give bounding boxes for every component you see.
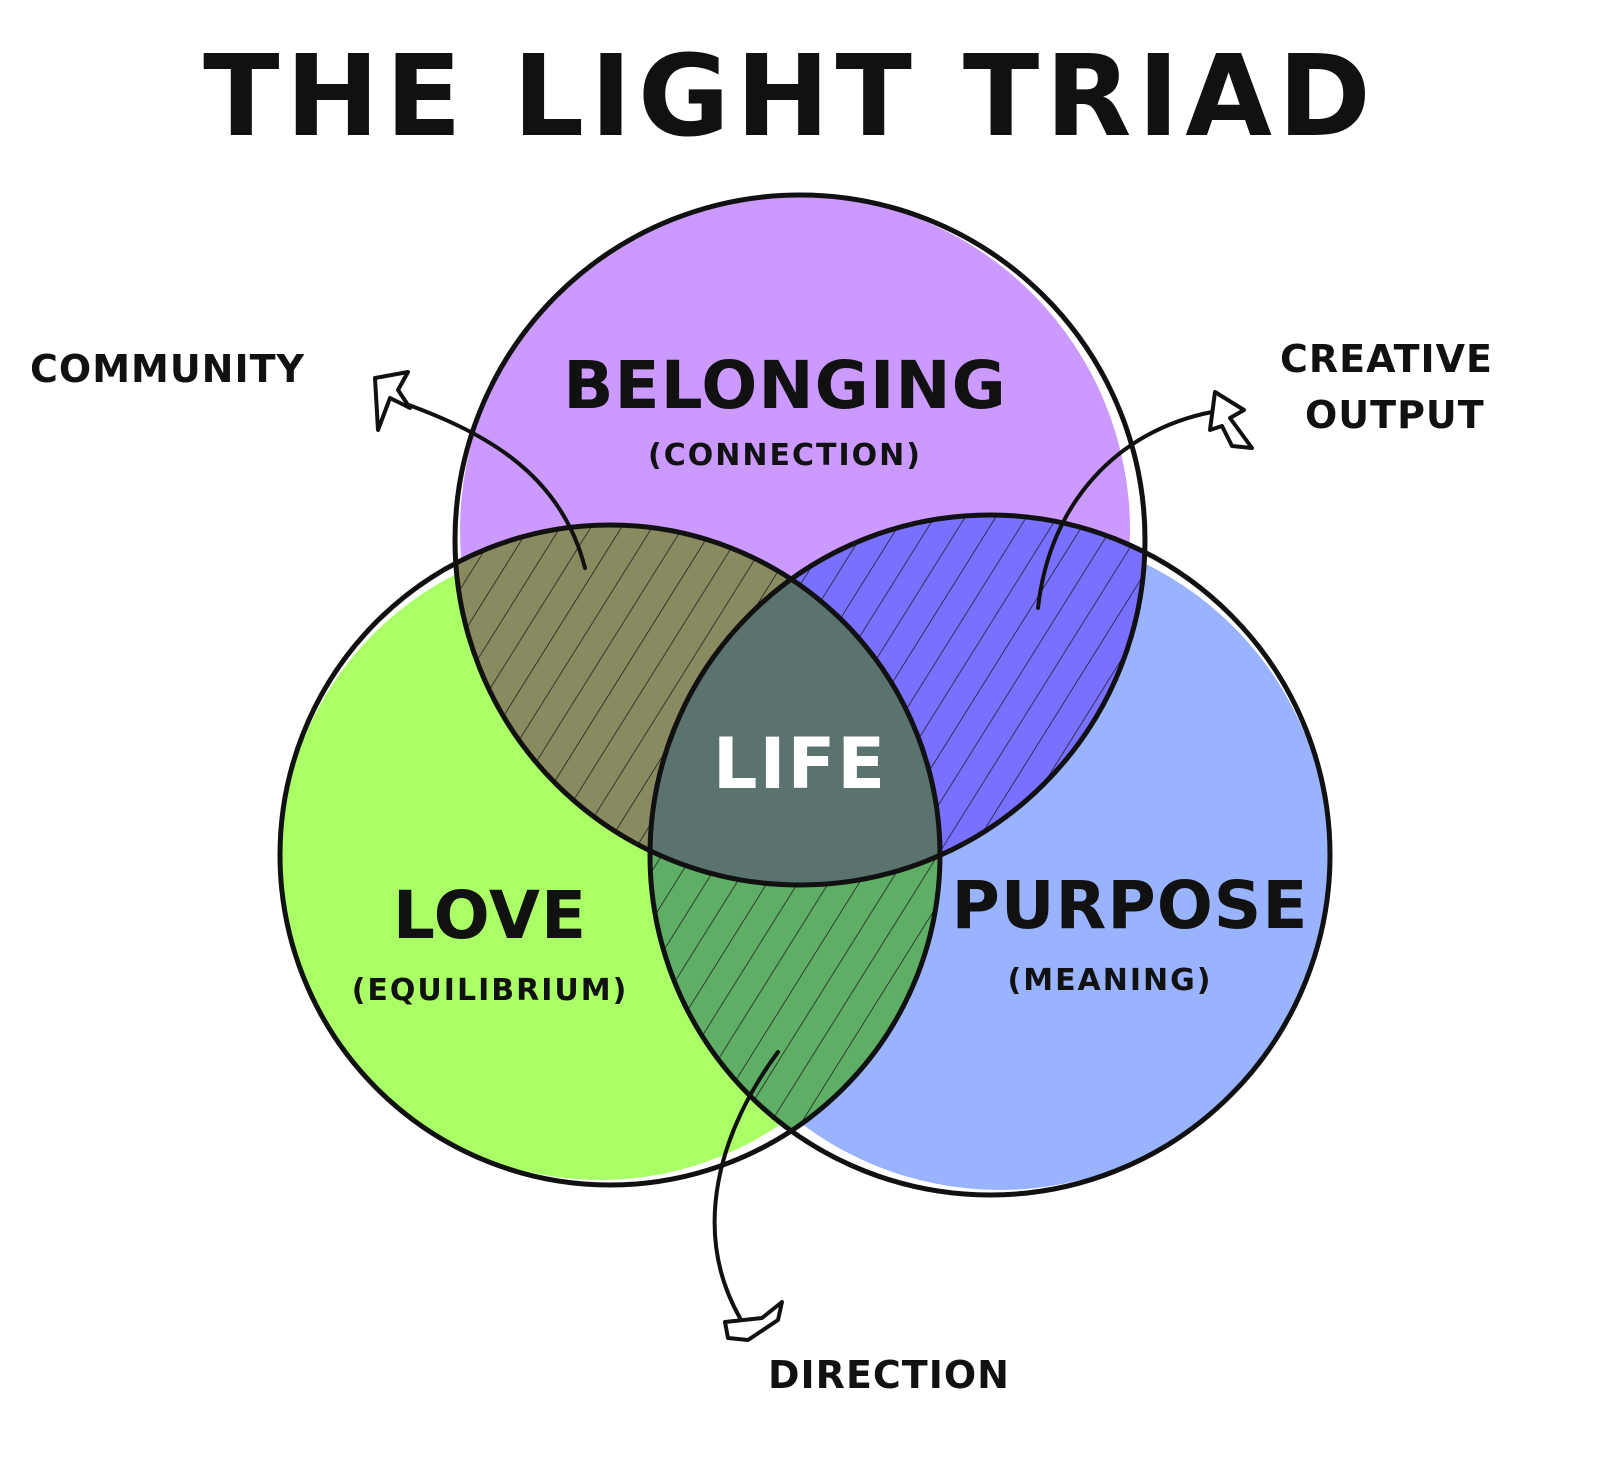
community-label: COMMUNITY bbox=[30, 347, 305, 391]
direction-arrow bbox=[712, 1050, 780, 1320]
love-label: LOVE bbox=[393, 877, 587, 954]
community-arrow bbox=[393, 398, 587, 570]
direction-arrowhead bbox=[723, 1300, 784, 1342]
purpose-sublabel: (MEANING) bbox=[1008, 963, 1213, 998]
life-center-fill bbox=[650, 525, 940, 885]
belonging-sublabel: (CONNECTION) bbox=[648, 438, 922, 473]
creative-output-arrowhead bbox=[1208, 390, 1254, 450]
belonging-circle bbox=[452, 192, 1148, 888]
belonging-label: BELONGING bbox=[563, 347, 1007, 424]
purpose-circle bbox=[647, 512, 1333, 1198]
creative-output-label-line1: CREATIVE bbox=[1280, 337, 1493, 381]
creative-output-label-line2: OUTPUT bbox=[1305, 393, 1485, 437]
life-center-label: LIFE bbox=[713, 723, 887, 805]
creative-output-arrow bbox=[1036, 410, 1214, 610]
love-sublabel: (EQUILIBRIUM) bbox=[352, 973, 629, 1008]
diagram-title: THE LIGHT TRIAD bbox=[203, 32, 1377, 162]
direction-label: DIRECTION bbox=[768, 1353, 1010, 1397]
community-arrowhead bbox=[373, 370, 412, 432]
love-circle bbox=[277, 522, 943, 1188]
purpose-label: PURPOSE bbox=[952, 867, 1309, 944]
